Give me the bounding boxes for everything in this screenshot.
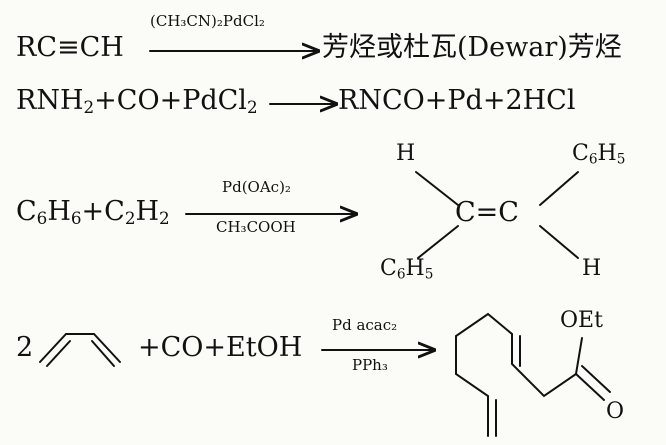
butadiene-skeleton	[39, 333, 121, 363]
reaction3-reactants: C6H6+C2H2	[16, 196, 170, 229]
reaction3-center-alkene: C=C	[455, 197, 519, 228]
reaction1-catalyst: (CH₃CN)₂PdCl₂	[150, 12, 265, 30]
bond-ph-top-right	[539, 171, 579, 206]
bond-ph-bottom-left	[417, 225, 459, 259]
reaction3-ph-top-right: C6H5	[572, 141, 626, 168]
reaction4-reagents: +CO+EtOH	[138, 332, 303, 363]
butadiene-double-bond-right	[91, 340, 115, 367]
product-ester-o-bond	[575, 337, 583, 375]
product-carbonyl-bond-b	[581, 365, 611, 393]
reaction4-catalyst-bottom: PPh₃	[352, 356, 388, 374]
reaction3-h-bottom-right: H	[582, 256, 602, 281]
reaction4-ester-group: OEt	[560, 308, 603, 333]
reaction4-catalyst-top: Pd acac₂	[332, 316, 398, 334]
reaction2-products: RNCO+Pd+2HCl	[338, 85, 576, 116]
reaction3-catalyst-top: Pd(OAc)₂	[222, 178, 291, 196]
reaction1-product: 芳烃或杜瓦(Dewar)芳烃	[322, 32, 622, 63]
reaction4-carbonyl-o: O	[606, 399, 625, 424]
reaction1-reactant: RC≡CH	[16, 32, 124, 63]
butadiene-double-bond-left	[46, 340, 71, 367]
reaction3-h-top-left: H	[396, 141, 416, 166]
bond-h-top-left	[415, 171, 459, 206]
reaction3-ph-bottom-left: C6H5	[380, 256, 434, 283]
reaction2-reactants: RNH2+CO+PdCl2	[16, 85, 258, 118]
reaction3-catalyst-bottom: CH₃COOH	[216, 218, 296, 236]
product-carbonyl-bond-a	[575, 373, 605, 401]
reaction4-coefficient: 2	[16, 332, 34, 363]
bond-h-bottom-right	[539, 225, 579, 259]
product-chain	[455, 312, 577, 437]
